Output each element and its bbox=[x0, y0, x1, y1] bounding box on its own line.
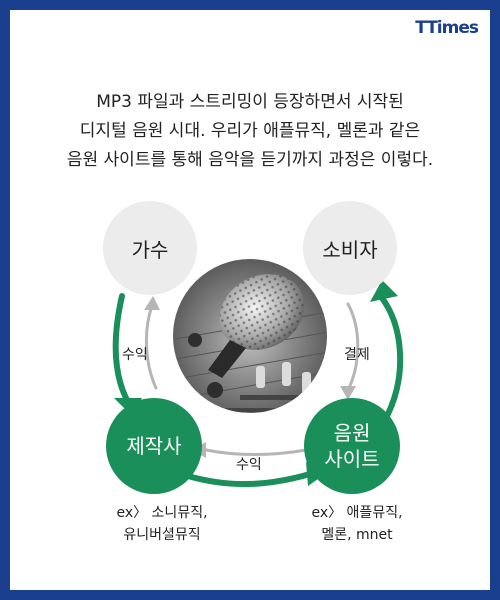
arrow-site-to-producer-gray bbox=[204, 448, 308, 456]
microphone-photo bbox=[172, 258, 328, 414]
node-music-site-label: 음원 사이트 bbox=[324, 420, 379, 472]
node-music-site: 음원 사이트 bbox=[304, 398, 400, 494]
flow-label-right: 결제 bbox=[344, 347, 370, 363]
flow-label-bottom: 수익 bbox=[236, 457, 262, 473]
infographic-card: TTimes MP3 파일과 스트리밍이 등장하면서 시작된 디지털 음원 시대… bbox=[10, 10, 490, 590]
node-consumer: 소비자 bbox=[303, 201, 397, 295]
flow-label-left: 수익 bbox=[122, 347, 148, 363]
arrow-site-to-consumer bbox=[379, 295, 404, 417]
music-site-examples: ex〉 애플뮤직, 멜론, mnet bbox=[282, 502, 432, 546]
node-producer: 제작사 bbox=[106, 398, 202, 494]
node-singer: 가수 bbox=[103, 201, 197, 295]
flow-diagram bbox=[112, 257, 404, 487]
node-music-site-line-1: 음원 bbox=[333, 421, 371, 445]
brand-logo: TTimes bbox=[415, 18, 479, 38]
producer-example-line-2: 유니버셜뮤직 bbox=[123, 527, 201, 543]
intro-line-1: MP3 파일과 스트리밍이 등장하면서 시작된 bbox=[96, 92, 404, 112]
intro-line-3: 음원 사이트를 통해 음악을 듣기까지 과정은 이렇다. bbox=[66, 150, 434, 170]
music-site-example-line-2: 멜론, mnet bbox=[321, 527, 393, 543]
node-consumer-label: 소비자 bbox=[322, 237, 378, 262]
node-singer-label: 가수 bbox=[131, 237, 169, 262]
arrow-producer-to-singer-gray bbox=[144, 304, 158, 390]
node-producer-label: 제작사 bbox=[126, 434, 182, 458]
arrow-singer-to-producer bbox=[112, 293, 131, 405]
arrow-producer-to-site bbox=[185, 471, 313, 487]
music-site-example-line-1: ex〉 애플뮤직, bbox=[311, 505, 403, 521]
intro-text: MP3 파일과 스트리밍이 등장하면서 시작된 디지털 음원 시대. 우리가 애… bbox=[10, 88, 490, 175]
producer-example-line-1: ex〉 소니뮤직, bbox=[116, 505, 208, 521]
intro-line-2: 디지털 음원 시대. 우리가 애플뮤직, 멜론과 같은 bbox=[79, 121, 421, 141]
arrow-consumer-to-site-gray bbox=[346, 302, 360, 392]
producer-examples: ex〉 소니뮤직, 유니버셜뮤직 bbox=[92, 502, 232, 546]
node-music-site-line-2: 사이트 bbox=[324, 447, 380, 471]
